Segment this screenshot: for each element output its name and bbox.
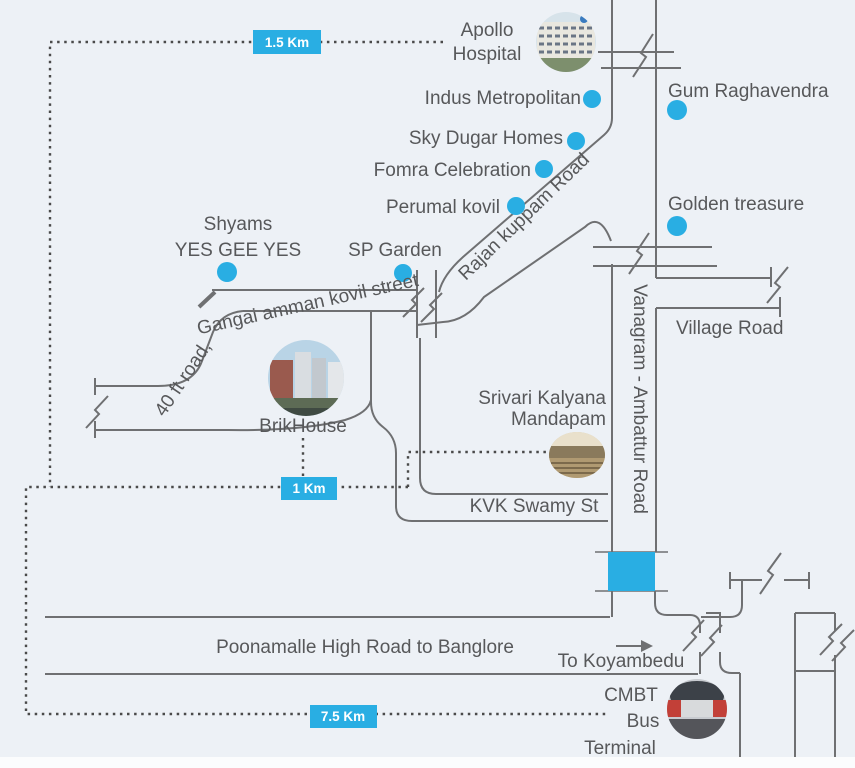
badge-7-5km-label: 7.5 Km	[321, 709, 365, 724]
indus-metropolitan-label: Indus Metropolitan	[425, 88, 581, 109]
road-break-marks	[85, 33, 855, 662]
golden-treasure-dot	[667, 216, 687, 236]
village-road-label: Village Road	[676, 318, 783, 339]
koyambedu-arrow-icon	[616, 640, 653, 652]
junction-square	[608, 552, 655, 591]
far-right-slash-1	[819, 623, 843, 656]
srivari-mandapam-photo	[549, 432, 605, 478]
fomra-celebration-dot	[535, 160, 553, 178]
apollo-hospital-photo	[536, 12, 596, 72]
street-junction-slash-2	[420, 292, 443, 323]
vanagram-ambattur-road-label: Vanagram - Ambattur Road	[629, 284, 650, 514]
cmbt-road-slash-2	[700, 624, 723, 657]
dashed-line-1-5km	[48, 40, 443, 487]
badge-7-5km	[310, 705, 377, 728]
distance-badges: 1.5 Km 1 Km 7.5 Km	[253, 30, 377, 728]
sky-dugar-homes-label: Sky Dugar Homes	[409, 128, 563, 149]
break-mid-zigzag	[628, 232, 650, 275]
arrow-head	[641, 640, 653, 652]
shyams-dot	[217, 262, 237, 282]
street-junction-slash-1	[402, 287, 425, 318]
sky-dugar-homes-dot	[567, 132, 585, 150]
golden-treasure-label: Golden treasure	[668, 194, 804, 215]
right-top-zigzag	[759, 552, 782, 595]
shyams-label-line1: Shyams	[204, 214, 273, 235]
apollo-hospital-label-line1: Apollo	[461, 20, 514, 41]
kvk-street-lower-edge	[370, 401, 608, 522]
perumal-kovil-dot	[507, 197, 525, 215]
landmark-dots	[217, 90, 687, 282]
break-top-zigzag	[632, 33, 654, 78]
poonamalle-high-road-label: Poonamalle High Road to Banglore	[216, 637, 514, 658]
badge-1-5km-label: 1.5 Km	[265, 35, 309, 50]
highway-junction-marker	[595, 551, 668, 592]
distance-dashed-lines	[24, 40, 607, 716]
srivari-label-line2: Mandapam	[511, 409, 606, 430]
cmbt-road-slash-1	[682, 619, 705, 652]
to-koyambedu-label: To Koyambedu	[558, 651, 685, 672]
gum-raghavendra-label: Gum Raghavendra	[668, 81, 829, 102]
vanagram-left-edge-rajan-upper	[438, 0, 613, 293]
cmbt-bus-photo	[667, 679, 727, 739]
far-right-slash-2	[831, 629, 855, 662]
cmbt-label-line3: Terminal	[584, 738, 656, 759]
cmbt-label-line2: Bus	[627, 711, 660, 732]
village-end-zigzag	[766, 266, 789, 304]
indus-metropolitan-dot	[583, 90, 601, 108]
apollo-hospital-label-line2: Hospital	[453, 44, 522, 65]
fomra-celebration-label: Fomra Celebration	[374, 160, 531, 181]
forty-ft-road-outer-bend	[95, 310, 244, 387]
cmbt-road-right-lower	[719, 652, 740, 674]
kvk-street-upper-edge	[419, 338, 608, 495]
perumal-kovil-label: Perumal kovil	[386, 197, 500, 218]
road-network	[45, 0, 836, 757]
junction-to-cmbt-left-edge	[654, 591, 701, 633]
badge-1km-label: 1 Km	[292, 481, 325, 496]
badge-1-5km	[253, 30, 321, 54]
srivari-label-line1: Srivari Kalyana	[478, 388, 606, 409]
shyams-label-line2: YES GEE YES	[175, 240, 301, 261]
street-end-arrow	[197, 290, 217, 309]
forty-ft-road-inner-bend	[95, 399, 372, 432]
gum-raghavendra-dot	[667, 100, 687, 120]
left-end-zigzag	[85, 395, 109, 429]
sp-garden-label: SP Garden	[348, 240, 442, 261]
brikhouse-photo	[268, 340, 344, 416]
kvk-swamy-st-label: KVK Swamy St	[470, 496, 600, 517]
bottom-margin	[0, 757, 855, 768]
badge-1km	[281, 477, 337, 500]
cmbt-label-line1: CMBT	[604, 685, 658, 706]
rajan-lower-edge	[416, 220, 612, 326]
sp-garden-dot	[394, 264, 412, 282]
right-road-corner-edge	[701, 581, 743, 618]
brikhouse-label: BrikHouse	[259, 416, 347, 437]
